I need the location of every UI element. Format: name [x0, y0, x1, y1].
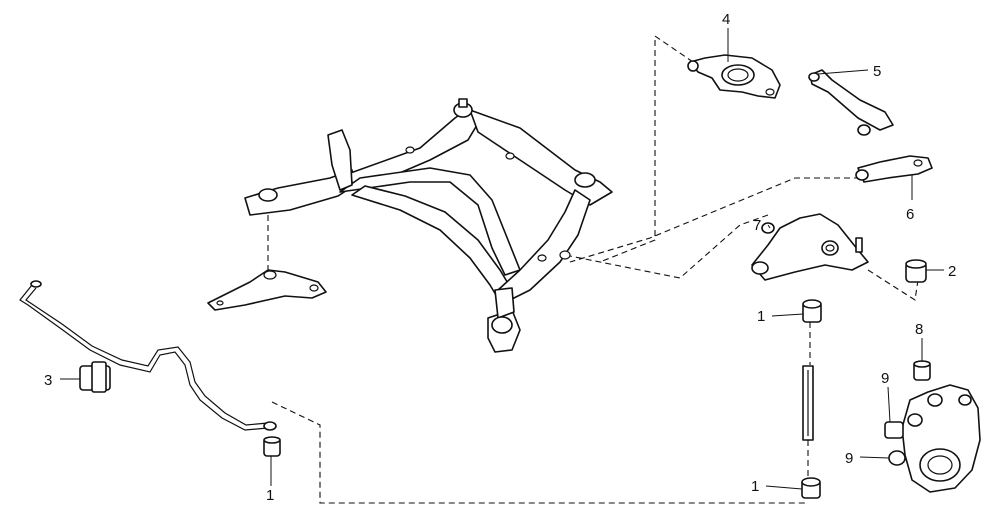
arm-hole: [825, 244, 835, 252]
lateral-link-arm: [809, 69, 894, 131]
subframe-bracket: [207, 269, 327, 311]
spring-seat-end-hole: [765, 88, 775, 96]
link-rod-assembly: [801, 299, 822, 499]
bracket-hole-main: [263, 270, 277, 280]
leader-1-lower: [765, 485, 803, 490]
subframe-hole-b: [559, 250, 571, 260]
callout-lateral-link: 5: [873, 63, 881, 80]
leader-7: [767, 224, 771, 229]
subframe-mount-top-stud: [458, 98, 468, 108]
subframe-hole-d: [405, 146, 415, 154]
callout-upper-arm-pivot: 7: [753, 217, 761, 234]
lateral-link-part: [808, 69, 894, 136]
stabilizer-mount-clamp: [91, 361, 107, 393]
leader-1-upper: [771, 313, 804, 317]
callout-toe-link: 6: [906, 206, 914, 223]
arm-front-eye: [751, 261, 769, 275]
callout-stabilizer-mount: 3: [44, 372, 52, 389]
callout-lower-arm-bushing: 2: [948, 263, 956, 280]
lateral-link-eye-inner: [808, 72, 820, 82]
leader-lines: [60, 28, 944, 490]
subframe-mount-front-right: [574, 172, 596, 188]
callout-upper-arm-bushing-top: 1: [757, 308, 765, 325]
callout-upper-arm-bushing-bottom: 1: [751, 478, 759, 495]
toe-link-arm: [857, 155, 933, 183]
assembly-guide-lines: [267, 34, 919, 504]
stabilizer-bar-end-eye: [30, 280, 42, 288]
lateral-link-nut: [857, 124, 871, 136]
suspension-arm-part: [751, 213, 869, 281]
callout-rear-stabilizer-bushing: 1: [266, 487, 274, 504]
stabilizer-link-eye: [263, 421, 277, 431]
toe-link-part: [855, 155, 933, 183]
knuckle-upper-eye: [927, 393, 943, 407]
callout-knuckle-bushing-low: 9: [845, 450, 853, 467]
arm-pivot-bushing: [761, 222, 775, 234]
stabilizer-bar-assembly: [19, 280, 281, 457]
bushing-2-part: [905, 259, 927, 283]
subframe-front-stem: [494, 287, 515, 319]
stabilizer-bar: [19, 284, 269, 431]
stabilizer-bar-inner: [25, 287, 269, 426]
guide-line-stabilizer: [271, 401, 808, 504]
toe-link-bushing: [855, 169, 869, 181]
subframe-mount-front: [491, 316, 513, 334]
knuckle-side-eye: [958, 394, 972, 406]
subframe-front-crossmember: [497, 189, 591, 301]
guide-line-spring-seat: [599, 34, 694, 263]
subframe-hole-a: [537, 254, 547, 262]
bracket-hole-tip: [216, 300, 224, 306]
subframe-hole-c: [505, 152, 515, 160]
bracket-hole-end: [309, 284, 319, 292]
toe-link-outer-eye: [913, 159, 923, 167]
subframe-left-tower: [327, 129, 353, 191]
guide-line-toe-link: [569, 177, 860, 263]
rear-subframe: [244, 98, 613, 353]
leader-5: [817, 69, 869, 75]
spring-seat-part: [687, 54, 781, 99]
knuckle-hub-center: [927, 455, 953, 475]
guide-line-bushing-2: [867, 269, 919, 301]
guide-line-upper-arm: [564, 214, 769, 279]
upper-bushing-top-cap: [802, 299, 822, 309]
bushing-2-top: [905, 259, 927, 269]
callout-knuckle-bushing-upper: 8: [915, 321, 923, 338]
callout-knuckle-bushing-mid: 9: [881, 370, 889, 387]
upper-bushing-bottom-cap: [801, 477, 821, 487]
knuckle-bushing-9-mid: [884, 421, 904, 439]
stabilizer-link-bushing-top: [263, 436, 281, 444]
leader-9-mid: [887, 386, 891, 423]
spring-seat-bushing: [687, 60, 699, 72]
subframe-mount-rear-left: [258, 188, 278, 202]
knuckle-front-eye: [907, 413, 923, 427]
rear-knuckle-part: [884, 360, 981, 493]
callout-labels: 1 1 1 1 2 3 4 5 6 7 8 9 9: [44, 11, 956, 504]
subframe-right-rail: [469, 109, 613, 206]
bracket-plate: [207, 269, 327, 311]
arm-stud: [855, 237, 863, 253]
leader-9-low: [859, 456, 890, 459]
spring-seat-ring-inner: [727, 68, 749, 82]
callout-spring-seat: 4: [722, 11, 730, 28]
knuckle-bushing-9-low: [888, 450, 906, 466]
